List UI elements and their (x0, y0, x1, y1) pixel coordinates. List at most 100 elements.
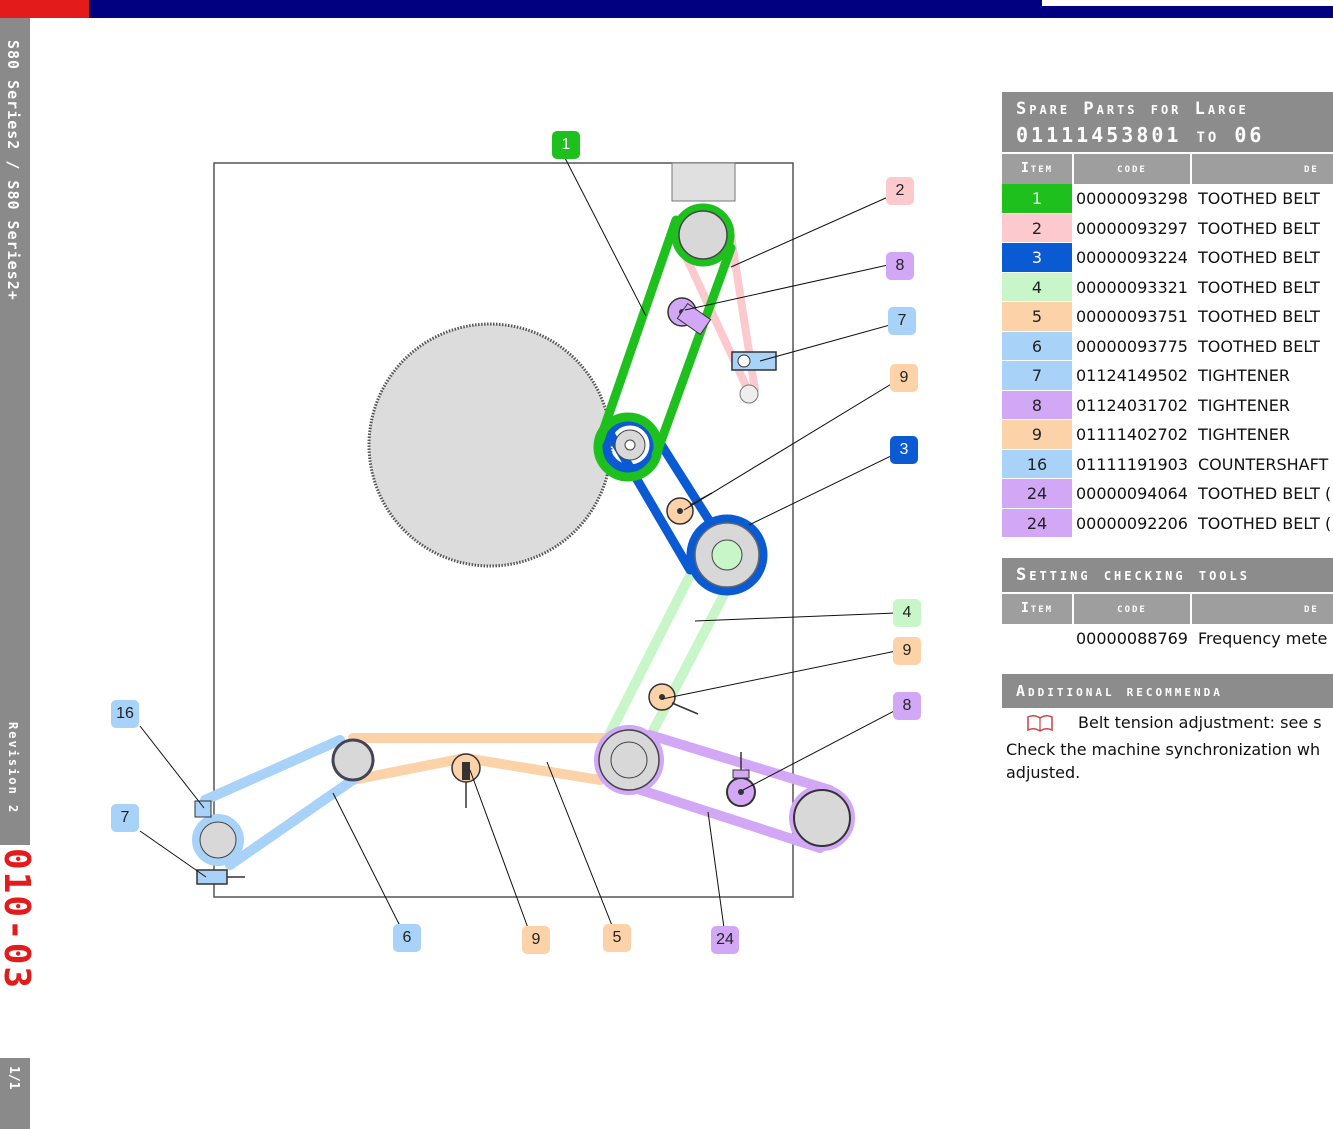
top-housing (671, 162, 736, 202)
part-description: TOOTHED BELT ( (1198, 484, 1332, 503)
part-description: TOOTHED BELT (1198, 277, 1320, 297)
spare-parts-serial-range: 01111453801 to 06 (1016, 123, 1265, 147)
spare-parts-title: Spare Parts for Large (1016, 99, 1249, 119)
tightener-9-upper (666, 492, 713, 525)
part-code: 00000093224 (1076, 248, 1188, 267)
callout-1: 1 (552, 131, 580, 159)
callout-5: 5 (603, 924, 631, 952)
recommendations-title: Additional recommenda (1016, 681, 1223, 700)
sidebar-doc-code: 010-03 (0, 848, 37, 991)
part-code: 00000093751 (1076, 307, 1188, 326)
col-item: Item (1002, 154, 1074, 184)
callout-7: 7 (888, 307, 916, 335)
part-description: TIGHTENER (1198, 425, 1290, 444)
item-number: 2 (1002, 213, 1072, 243)
item-number: 7 (1002, 361, 1072, 391)
header-accent-red (0, 0, 89, 18)
item-number: 9 (1002, 420, 1072, 450)
item-number: 3 (1002, 243, 1072, 273)
tools-col-description: de (1304, 601, 1319, 616)
main-gear (367, 322, 613, 568)
pulley-small-pink (739, 384, 759, 404)
spare-parts-header: Spare Parts for Large 01111453801 to 06 (1002, 92, 1333, 152)
col-description: de (1304, 161, 1319, 176)
pulley-countershaft (199, 821, 237, 859)
part-code: 00000093298 (1076, 189, 1188, 208)
pulley-peach-left (331, 738, 375, 782)
pulley-top (678, 210, 728, 260)
part-description: TOOTHED BELT ( (1198, 513, 1332, 533)
item-number: 1 (1002, 184, 1072, 214)
part-code: 01124031702 (1076, 395, 1188, 415)
part-description: TOOTHED BELT (1198, 307, 1320, 326)
part-description: Frequency mete (1198, 629, 1328, 648)
part-description: TOOTHED BELT (1198, 218, 1320, 238)
header-bar (89, 0, 1333, 18)
recommendations-header: Additional recommenda (1002, 673, 1333, 708)
countershaft-16 (194, 800, 212, 818)
tools-header: Setting checking tools (1002, 558, 1333, 592)
belt-1 (593, 203, 736, 482)
item-number: 8 (1002, 390, 1072, 420)
callout-16: 16 (111, 700, 139, 728)
part-description: TIGHTENER (1198, 366, 1290, 385)
callout-6: 6 (393, 924, 421, 952)
callout-8: 8 (886, 252, 914, 280)
tools-column-header: Item code de (1002, 592, 1333, 624)
item-number: 24 (1002, 508, 1072, 538)
item-number: 16 (1002, 449, 1072, 479)
item-number: 5 (1002, 302, 1072, 332)
item-number: 24 (1002, 479, 1072, 509)
part-code: 01111402702 (1076, 425, 1188, 444)
part-code: 01111191903 (1076, 454, 1188, 474)
leader-lines (139, 157, 897, 929)
item-number: 4 (1002, 272, 1072, 302)
part-code: 00000094064 (1076, 484, 1188, 503)
callout-8: 8 (893, 692, 921, 720)
item-number (1002, 624, 1072, 654)
tightener-8-lower (726, 752, 756, 807)
pulley-lilac-large (793, 789, 851, 847)
tightener-7-lower (196, 869, 245, 885)
tightener-7-top (731, 351, 777, 371)
callout-3: 3 (890, 436, 918, 464)
book-icon (1027, 714, 1053, 732)
part-description: COUNTERSHAFT (1198, 454, 1329, 474)
belt-6 (192, 735, 365, 870)
part-code: 01124149502 (1076, 366, 1188, 385)
belt-diagram (139, 157, 897, 929)
sidebar-page-number: 1/1 (6, 1066, 21, 1090)
callout-9: 9 (890, 364, 918, 392)
callout-9: 9 (893, 637, 921, 665)
sidebar-revision: Revision 2 (6, 722, 20, 815)
part-code: 00000093775 (1076, 336, 1188, 356)
part-code: 00000092206 (1076, 513, 1188, 533)
part-description: TOOTHED BELT (1198, 248, 1320, 267)
recommendation-belt-tension[interactable]: Belt tension adjustment: see s (1002, 708, 1333, 738)
belt-24 (594, 725, 855, 853)
part-description: TIGHTENER (1198, 395, 1290, 415)
callout-7: 7 (111, 804, 139, 832)
sidebar-series-title: S80 Series2 / S80 Series2+ (4, 40, 22, 301)
tightener-9-middle (648, 683, 699, 715)
col-code: code (1074, 154, 1192, 184)
tools-col-code: code (1074, 594, 1192, 624)
callout-24: 24 (711, 926, 739, 954)
tightener-8-top (667, 297, 712, 336)
machine-frame (213, 162, 794, 898)
part-description: TOOTHED BELT (1198, 189, 1320, 208)
recommendation-line2: Check the machine synchronization wh adj… (1006, 739, 1321, 782)
recommendations-body: Belt tension adjustment: see s Check the… (1002, 708, 1333, 784)
